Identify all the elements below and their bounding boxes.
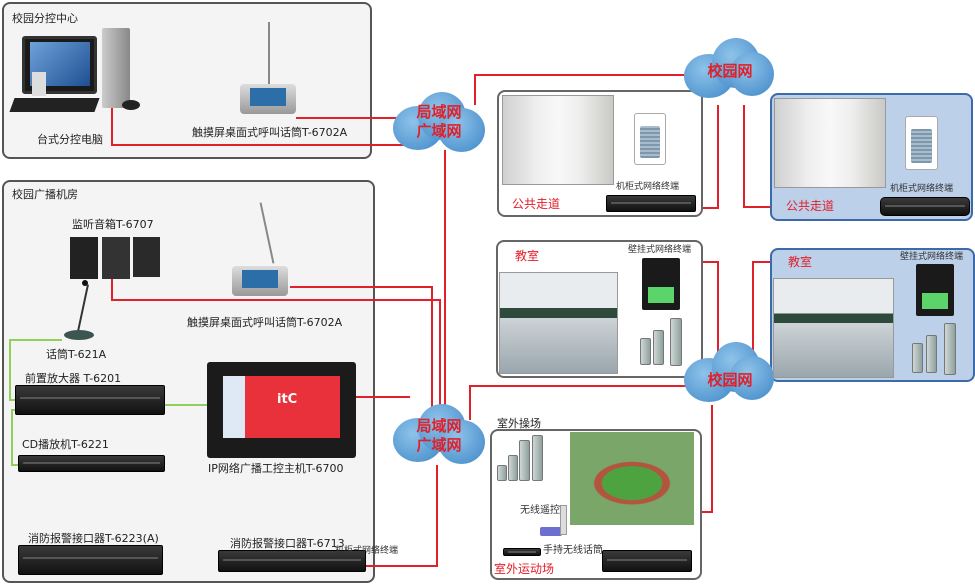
wireless-receiver-icon xyxy=(540,527,562,536)
call-mic-label: 触摸屏桌面式呼叫话筒T-6702A xyxy=(187,316,343,329)
network-line xyxy=(702,405,713,513)
remote-label: 无线遥控 xyxy=(520,505,560,516)
wall-speaker-icon xyxy=(905,116,938,170)
wall-terminal-device xyxy=(916,264,954,316)
cloud-label: 校园网 xyxy=(707,371,753,389)
cloud-label: 广域网 xyxy=(416,436,462,454)
zone-title: 公共走道 xyxy=(512,197,561,211)
zone-title: 教室 xyxy=(515,249,540,263)
terminal-label: 壁挂式网络终端 xyxy=(900,252,964,262)
column-speaker-icon xyxy=(912,343,923,373)
wireless-mic-receiver-device xyxy=(503,548,541,556)
wall-speaker-icon xyxy=(634,113,666,165)
wall-terminal-device xyxy=(642,258,680,310)
desktop-pc-icon xyxy=(9,28,157,128)
wan-cloud: 局域网 广域网 xyxy=(393,88,485,158)
zone-title: 公共走道 xyxy=(786,199,835,213)
column-speaker-icon xyxy=(670,318,682,366)
cloud-label: 局域网 xyxy=(416,103,462,121)
sports-field-photo xyxy=(570,432,694,525)
touchscreen-mic-icon xyxy=(238,20,298,118)
pc-label: 台式分控电脑 xyxy=(37,133,103,146)
cloud-label: 校园网 xyxy=(707,62,753,80)
handheld-mic-label: 手持无线话筒 xyxy=(543,545,603,556)
panel-title: 校园分控中心 xyxy=(12,12,78,25)
gooseneck-mic-icon xyxy=(58,280,98,342)
ip-host-device: itC xyxy=(207,362,356,458)
cd-player-device xyxy=(18,455,165,472)
campus-cloud: 校园网 xyxy=(684,342,776,412)
zone-title: 室外运动场 xyxy=(494,562,555,576)
fire-alarm-a-device xyxy=(18,545,163,575)
mic-label: 话筒T-621A xyxy=(46,348,107,361)
rack-terminal-label: 机柜式网络终端 xyxy=(335,546,399,556)
column-speaker-icon xyxy=(519,440,530,481)
itc-logo: itC xyxy=(277,392,298,407)
mic-label: 触摸屏桌面式呼叫话筒T-6702A xyxy=(192,126,348,139)
terminal-label: 机柜式网络终端 xyxy=(890,184,954,194)
classroom-photo xyxy=(499,272,618,374)
rack-terminal-device xyxy=(602,550,692,572)
fire-alarm-b-label: 消防报警接口器T-6713 xyxy=(230,537,345,550)
monitor-speaker-label: 监听音箱T-6707 xyxy=(72,218,154,231)
network-line xyxy=(743,105,770,208)
cloud-label: 广域网 xyxy=(416,122,462,140)
network-line xyxy=(703,105,719,209)
rack-terminal-device xyxy=(880,197,970,216)
zone-title: 教室 xyxy=(788,255,813,269)
column-speaker-icon xyxy=(497,465,507,481)
preamp-label: 前置放大器 T-6201 xyxy=(25,372,122,385)
handheld-mic-icon xyxy=(560,505,567,535)
terminal-label: 机柜式网络终端 xyxy=(616,182,680,192)
cd-player-label: CD播放机T-6221 xyxy=(22,438,109,451)
classroom-photo xyxy=(773,278,894,378)
corridor-photo xyxy=(502,95,614,185)
column-speaker-icon xyxy=(926,335,937,373)
outdoor-header: 室外操场 xyxy=(497,417,541,430)
ip-host-label: IP网络广播工控主机T-6700 xyxy=(208,462,344,475)
column-speaker-icon xyxy=(508,455,518,481)
fire-alarm-b-device xyxy=(218,550,366,572)
corridor-photo xyxy=(774,98,886,188)
column-speaker-icon xyxy=(653,330,664,365)
panel-title: 校园广播机房 xyxy=(12,188,78,201)
cloud-label: 局域网 xyxy=(416,417,462,435)
column-speaker-icon xyxy=(532,435,543,481)
column-speaker-icon xyxy=(640,338,651,365)
terminal-label: 壁挂式网络终端 xyxy=(628,245,692,255)
campus-cloud: 校园网 xyxy=(684,38,776,108)
monitor-speaker-icon xyxy=(70,237,165,279)
rack-terminal-device xyxy=(606,195,696,212)
touchscreen-mic-icon xyxy=(230,200,292,300)
fire-alarm-a-label: 消防报警接口器T-6223(A) xyxy=(28,532,159,545)
column-speaker-icon xyxy=(944,323,956,375)
wan-cloud: 局域网 广域网 xyxy=(393,400,485,470)
preamp-device xyxy=(15,385,165,415)
